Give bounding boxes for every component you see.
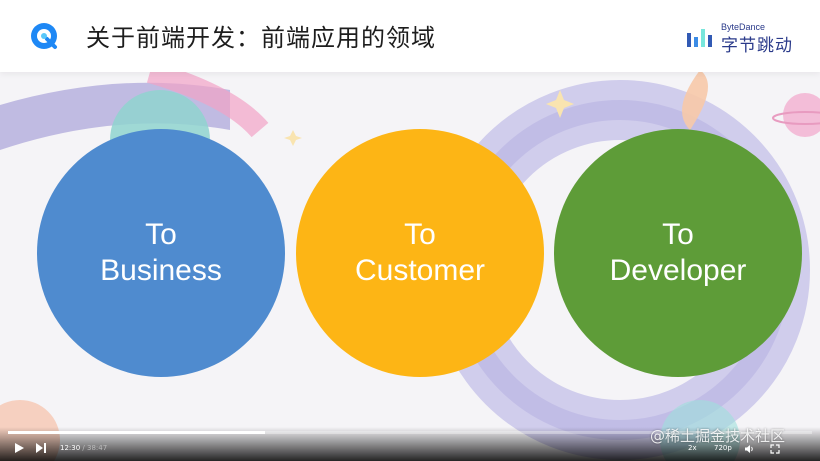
play-icon[interactable] <box>12 441 26 455</box>
video-controls: 12:30 / 38:47 2x 720p <box>0 427 820 461</box>
next-icon[interactable] <box>34 441 48 455</box>
to-developer-circle: To Developer <box>554 129 802 377</box>
circle-line1: To <box>662 218 694 251</box>
bytedance-brand: ByteDance 字节跳动 <box>686 22 806 56</box>
quality-button[interactable]: 720p <box>714 444 732 452</box>
watermark: @稀土掘金技术社区 <box>650 427 786 445</box>
bytedance-logo-icon <box>687 29 712 47</box>
progress-bar[interactable] <box>8 431 812 434</box>
time-display: 12:30 / 38:47 <box>60 444 107 452</box>
page-title: 关于前端开发：前端应用的领域 <box>86 24 436 52</box>
circle-line1: To <box>145 218 177 251</box>
current-time: 12:30 <box>60 444 81 452</box>
slide-header: 关于前端开发：前端应用的领域 ByteDance 字节跳动 <box>0 0 820 72</box>
speed-button[interactable]: 2x <box>688 444 697 452</box>
circle-line2: Developer <box>609 254 747 287</box>
duration: / 38:47 <box>82 444 108 452</box>
circle-line2: Business <box>100 254 222 287</box>
app-logo-icon <box>31 23 57 49</box>
to-customer-circle: To Customer <box>296 129 544 377</box>
volume-icon[interactable] <box>744 444 754 454</box>
to-business-circle: To Business <box>37 129 285 377</box>
fullscreen-icon[interactable] <box>770 444 780 454</box>
circle-line2: Customer <box>354 254 486 287</box>
brand-english: ByteDance <box>721 22 766 32</box>
brand-chinese: 字节跳动 <box>721 36 793 56</box>
circle-line1: To <box>404 218 436 251</box>
progress-fill <box>8 431 266 434</box>
